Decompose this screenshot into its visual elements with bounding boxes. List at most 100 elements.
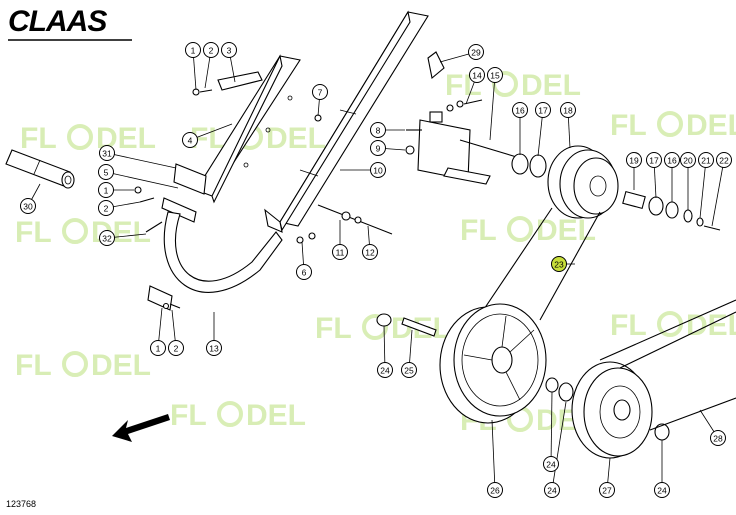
callout-26[interactable]: 26 (487, 482, 503, 498)
callout-circle[interactable] (469, 67, 485, 83)
callout-4[interactable]: 4 (182, 132, 198, 148)
callout-circle[interactable] (99, 145, 115, 161)
callout-circle[interactable] (206, 340, 222, 356)
callout-circle[interactable] (654, 482, 670, 498)
callout-28[interactable]: 28 (710, 430, 726, 446)
callout-circle[interactable] (664, 152, 680, 168)
callout-circle[interactable] (362, 244, 378, 260)
callout-circle[interactable] (332, 244, 348, 260)
watermark: FL DEL (15, 216, 151, 249)
leader-line (551, 401, 567, 491)
callout-17[interactable]: 17 (535, 102, 551, 118)
callout-circle[interactable] (98, 182, 114, 198)
callout-circle[interactable] (710, 430, 726, 446)
callout-18[interactable]: 18 (560, 102, 576, 118)
callout-22[interactable]: 22 (716, 152, 732, 168)
callout-circle[interactable] (698, 152, 714, 168)
callout-24[interactable]: 24 (544, 482, 560, 498)
callout-circle[interactable] (370, 140, 386, 156)
callout-11[interactable]: 11 (332, 244, 348, 260)
callout-3[interactable]: 3 (221, 42, 237, 58)
callout-24[interactable]: 24 (377, 362, 393, 378)
callout-circle[interactable] (535, 102, 551, 118)
callout-8[interactable]: 8 (370, 122, 386, 138)
callout-circle[interactable] (377, 362, 393, 378)
callout-circle[interactable] (98, 164, 114, 180)
callout-circle[interactable] (626, 152, 642, 168)
callout-2[interactable]: 2 (98, 200, 114, 216)
callout-12[interactable]: 12 (362, 244, 378, 260)
callout-24[interactable]: 24 (543, 456, 559, 472)
callout-6[interactable]: 6 (296, 264, 312, 280)
watermark-text-right: DEL (91, 349, 151, 382)
callout-14[interactable]: 14 (469, 67, 485, 83)
callout-circle[interactable] (370, 122, 386, 138)
callout-15[interactable]: 15 (487, 67, 503, 83)
callout-circle[interactable] (487, 482, 503, 498)
callout-circle[interactable] (646, 152, 662, 168)
callout-circle[interactable] (150, 340, 166, 356)
callout-circle[interactable] (560, 102, 576, 118)
callout-30[interactable]: 30 (20, 198, 36, 214)
callout-circle[interactable] (543, 456, 559, 472)
callout-circle[interactable] (182, 132, 198, 148)
pulley-26 (439, 303, 547, 424)
callout-21[interactable]: 21 (698, 152, 714, 168)
callout-10[interactable]: 10 (370, 162, 386, 178)
clamp-5 (161, 197, 197, 223)
watermark-gear-icon (217, 401, 243, 427)
callout-1[interactable]: 1 (150, 340, 166, 356)
callout-number: 24 (547, 486, 557, 496)
callout-circle[interactable] (599, 482, 615, 498)
callout-circle[interactable] (716, 152, 732, 168)
callout-circle[interactable] (20, 198, 36, 214)
callout-circle[interactable] (680, 152, 696, 168)
callout-circle[interactable] (98, 200, 114, 216)
callout-20[interactable]: 20 (680, 152, 696, 168)
callout-31[interactable]: 31 (99, 145, 115, 161)
callout-16[interactable]: 16 (512, 102, 528, 118)
callout-16[interactable]: 16 (664, 152, 680, 168)
callout-7[interactable]: 7 (312, 84, 328, 100)
callout-17[interactable]: 17 (646, 152, 662, 168)
callout-circle[interactable] (168, 340, 184, 356)
callout-circle[interactable] (185, 42, 201, 58)
callout-5[interactable]: 5 (98, 164, 114, 180)
callout-1[interactable]: 1 (98, 182, 114, 198)
callout-circle[interactable] (401, 362, 417, 378)
callout-number: 9 (376, 144, 381, 154)
callout-number: 1 (104, 186, 109, 196)
callout-circle[interactable] (544, 482, 560, 498)
callout-circle[interactable] (551, 256, 567, 272)
callout-circle[interactable] (296, 264, 312, 280)
callout-circle[interactable] (99, 230, 115, 246)
callout-circle[interactable] (312, 84, 328, 100)
callout-number: 6 (302, 268, 307, 278)
callout-circle[interactable] (487, 67, 503, 83)
callout-2[interactable]: 2 (168, 340, 184, 356)
leader-line (491, 419, 496, 491)
callout-19[interactable]: 19 (626, 152, 642, 168)
callout-circle[interactable] (370, 162, 386, 178)
callout-circle[interactable] (512, 102, 528, 118)
callout-2[interactable]: 2 (203, 42, 219, 58)
callout-25[interactable]: 25 (401, 362, 417, 378)
callout-24[interactable]: 24 (654, 482, 670, 498)
callout-29[interactable]: 29 (468, 44, 484, 60)
watermark-text-left: FL (610, 109, 647, 142)
callout-number: 1 (156, 344, 161, 354)
callout-1[interactable]: 1 (185, 42, 201, 58)
callout-13[interactable]: 13 (206, 340, 222, 356)
direction-arrow-icon (112, 414, 170, 442)
callout-circle[interactable] (203, 42, 219, 58)
callout-32[interactable]: 32 (99, 230, 115, 246)
callout-circle[interactable] (468, 44, 484, 60)
callout-number: 2 (104, 204, 109, 214)
callout-circle[interactable] (221, 42, 237, 58)
callout-23[interactable]: 23 (551, 256, 567, 272)
callout-number: 5 (104, 168, 109, 178)
callout-9[interactable]: 9 (370, 140, 386, 156)
leader-line (105, 171, 179, 189)
callout-27[interactable]: 27 (599, 482, 615, 498)
callout-number: 1 (191, 46, 196, 56)
